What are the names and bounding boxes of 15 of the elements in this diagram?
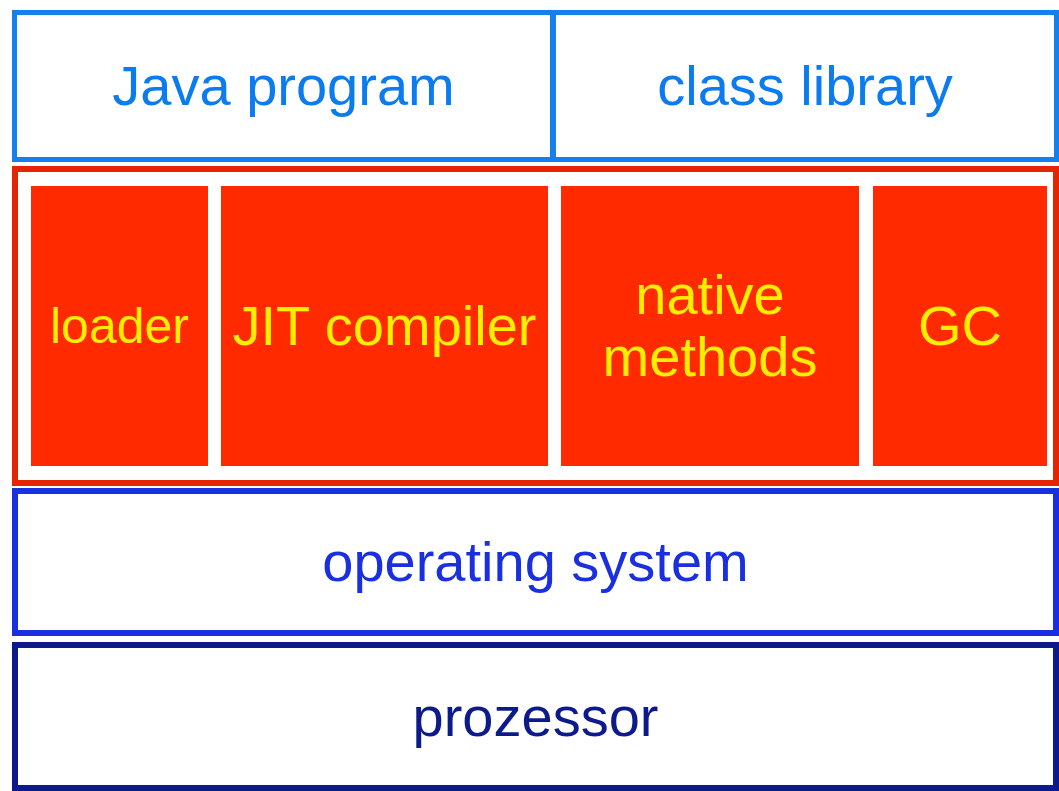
component-box — [31, 186, 208, 466]
component-box — [873, 186, 1047, 466]
component-box — [221, 186, 548, 466]
layer-box — [12, 488, 1059, 636]
layer-box — [12, 642, 1059, 791]
layer-label: loader — [50, 298, 189, 354]
component-box — [561, 186, 859, 466]
layer-label: native methods — [601, 264, 819, 388]
layer-label: operating system — [322, 531, 749, 593]
runtime-panel — [12, 166, 1059, 486]
layer-label: class library — [657, 55, 953, 117]
layer-label: prozessor — [412, 685, 659, 748]
layer-label: GC — [918, 295, 1002, 357]
layer-label: JIT compiler — [232, 295, 537, 357]
layer-label: Java program — [112, 55, 455, 117]
